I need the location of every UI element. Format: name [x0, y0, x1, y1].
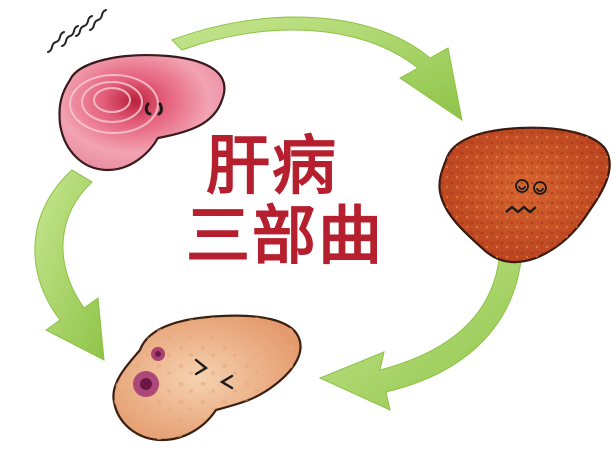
title-line-1: 肝病 [206, 135, 338, 199]
cirrhotic-liver-icon [439, 128, 609, 262]
cancerous-liver-icon [113, 316, 300, 440]
arrow-right [320, 250, 522, 410]
inflamed-liver-icon [59, 55, 224, 170]
title-line-2: 三部曲 [186, 205, 384, 269]
arrow-left [35, 170, 104, 360]
fever-marks-icon [48, 10, 106, 52]
